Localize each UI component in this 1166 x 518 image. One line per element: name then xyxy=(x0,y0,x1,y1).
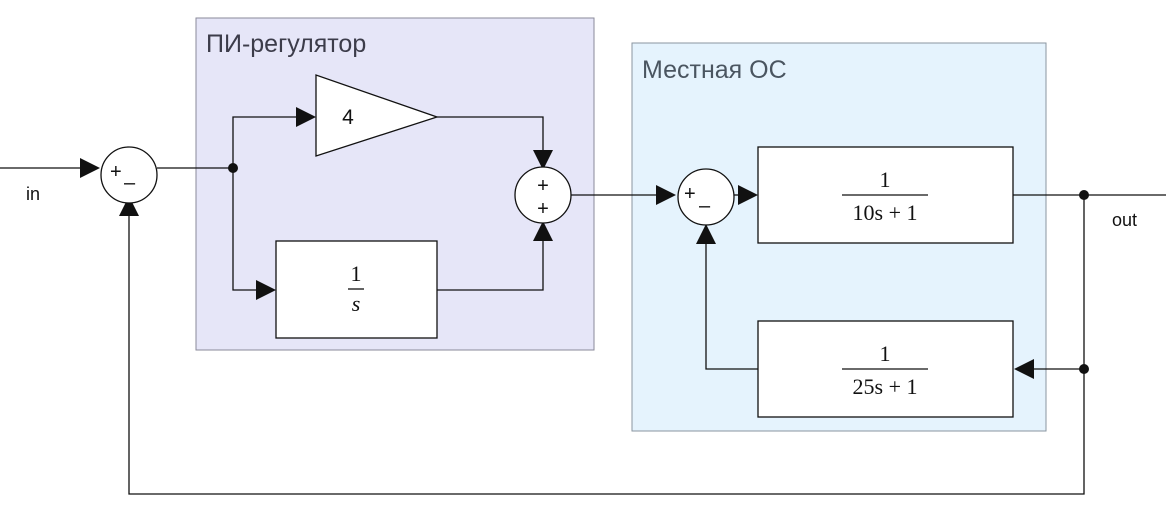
integrator-out-wire xyxy=(437,236,544,291)
branch-point-output xyxy=(1079,190,1089,200)
arrow-integrator-in xyxy=(256,280,276,300)
integrator-branch-wire xyxy=(232,168,262,291)
inner-sum-circle xyxy=(677,168,735,226)
pi-sum-junction[interactable]: + + xyxy=(514,166,572,224)
plant-block[interactable]: 1 10s + 1 xyxy=(757,146,1014,244)
inner-sum-sign-bottom: – xyxy=(699,195,711,217)
arrow-inner-sum-in xyxy=(656,185,676,205)
integrator-numerator: 1 xyxy=(351,261,362,286)
arrow-input xyxy=(80,158,100,178)
feedback-block[interactable]: 1 25s + 1 xyxy=(757,320,1014,418)
inner-sum-sign-top: + xyxy=(684,183,696,205)
gain-branch-wire xyxy=(232,116,302,168)
plant-numerator: 1 xyxy=(880,167,891,192)
plant-denominator: 10s + 1 xyxy=(853,200,918,225)
branch-point-feedback xyxy=(1079,364,1089,374)
feedback-numerator: 1 xyxy=(880,341,891,366)
integrator-denominator: s xyxy=(352,291,361,316)
pi-sum-circle xyxy=(514,166,572,224)
branch-points xyxy=(228,163,1089,374)
integrator-block[interactable]: 1 s xyxy=(275,240,438,339)
arrow-gain-in xyxy=(296,107,316,127)
arrow-pi-sum-top xyxy=(533,150,553,170)
inner-sum-junction[interactable]: + – xyxy=(677,168,735,226)
outer-sum-sign-top: + xyxy=(110,161,122,183)
gain-out-wire xyxy=(437,116,544,154)
branch-point-pi xyxy=(228,163,238,173)
arrow-inner-sum-bottom xyxy=(696,224,716,244)
output-port-label: out xyxy=(1112,210,1137,230)
local-feedback-title: Местная ОС xyxy=(642,56,787,84)
arrow-feedback-in xyxy=(1014,359,1034,379)
pi-regulator-title: ПИ-регулятор xyxy=(206,30,366,58)
outer-feedback-wire xyxy=(128,210,1085,495)
signal-wires xyxy=(0,116,1166,495)
outer-sum-sign-bottom: – xyxy=(124,172,136,194)
input-port-label: in xyxy=(26,184,40,204)
feedback-denominator: 25s + 1 xyxy=(853,374,918,399)
local-feedback-return-wire xyxy=(705,238,758,370)
arrow-pi-sum-bottom xyxy=(533,221,553,241)
arrowheads xyxy=(80,107,1034,379)
gain-triangle xyxy=(315,74,440,157)
gain-block[interactable]: 4 xyxy=(315,74,440,157)
outer-sum-circle xyxy=(100,146,158,204)
arrow-outer-sum-bottom xyxy=(119,196,139,216)
outer-sum-junction[interactable]: + – xyxy=(100,146,158,204)
pi-sum-sign-bottom: + xyxy=(537,198,549,220)
pi-sum-sign-top: + xyxy=(537,175,549,197)
arrow-plant-in xyxy=(738,185,758,205)
gain-value: 4 xyxy=(342,106,354,129)
